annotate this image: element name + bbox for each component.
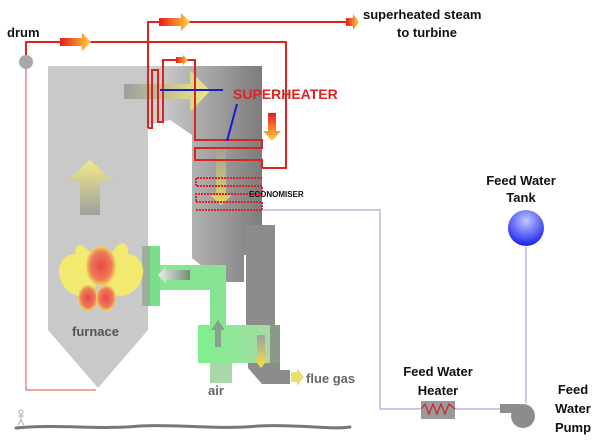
feed-water-heater-label: Feed Water — [403, 364, 473, 379]
feed-water-tank-icon[interactable] — [508, 210, 544, 246]
steam-arrow-small-icon — [176, 55, 188, 65]
feed-water-heater-label-line2: Heater — [418, 383, 458, 398]
steam-arrow-turbine-icon — [346, 14, 359, 30]
feed-water-tank-label: Feed Water — [486, 173, 556, 188]
air-label: air — [208, 383, 224, 398]
steam-arrow-down-icon — [263, 113, 281, 141]
steam-pipes — [25, 21, 355, 211]
feed-water-heater-icon[interactable] — [420, 401, 456, 419]
downcomer-pipe — [25, 62, 96, 391]
drum-label: drum — [7, 25, 40, 40]
air-arrow-up-icon — [211, 320, 225, 347]
feed-water-pump-label-line3: Pump — [555, 420, 591, 435]
feed-water-pipes — [262, 209, 527, 410]
flue-gas-label: flue gas — [306, 371, 355, 386]
economiser-label: ECONOMISER — [249, 190, 304, 199]
drum-icon[interactable] — [19, 55, 33, 69]
feed-water-pump-label: Feed — [558, 382, 588, 397]
gas-flow-down-arrow-icon — [210, 148, 232, 205]
ground-line — [14, 424, 352, 430]
steam-arrow-top-icon — [159, 13, 190, 31]
feed-water-pump-label-line2: Water — [555, 401, 591, 416]
gas-arrow-down-icon — [253, 335, 269, 368]
gas-flow-up-arrow-icon — [66, 160, 114, 215]
furnace-label: furnace — [72, 324, 119, 339]
steam-arrow-drum-icon — [60, 33, 91, 51]
person-icon — [17, 409, 25, 426]
superheater-label: SUPERHEATER — [233, 86, 338, 102]
flue-gas-arrow-icon — [291, 368, 304, 386]
steam-to-turbine-label-line2: to turbine — [397, 25, 457, 40]
flame-icon — [58, 243, 144, 311]
superheater-pointer-line — [226, 103, 238, 142]
steam-to-turbine-label: superheated steam — [363, 7, 482, 22]
furnace — [48, 66, 148, 388]
feed-water-pump-icon[interactable] — [500, 404, 535, 428]
air-arrow-left-icon — [158, 266, 190, 284]
feed-water-tank-label-line2: Tank — [506, 190, 536, 205]
